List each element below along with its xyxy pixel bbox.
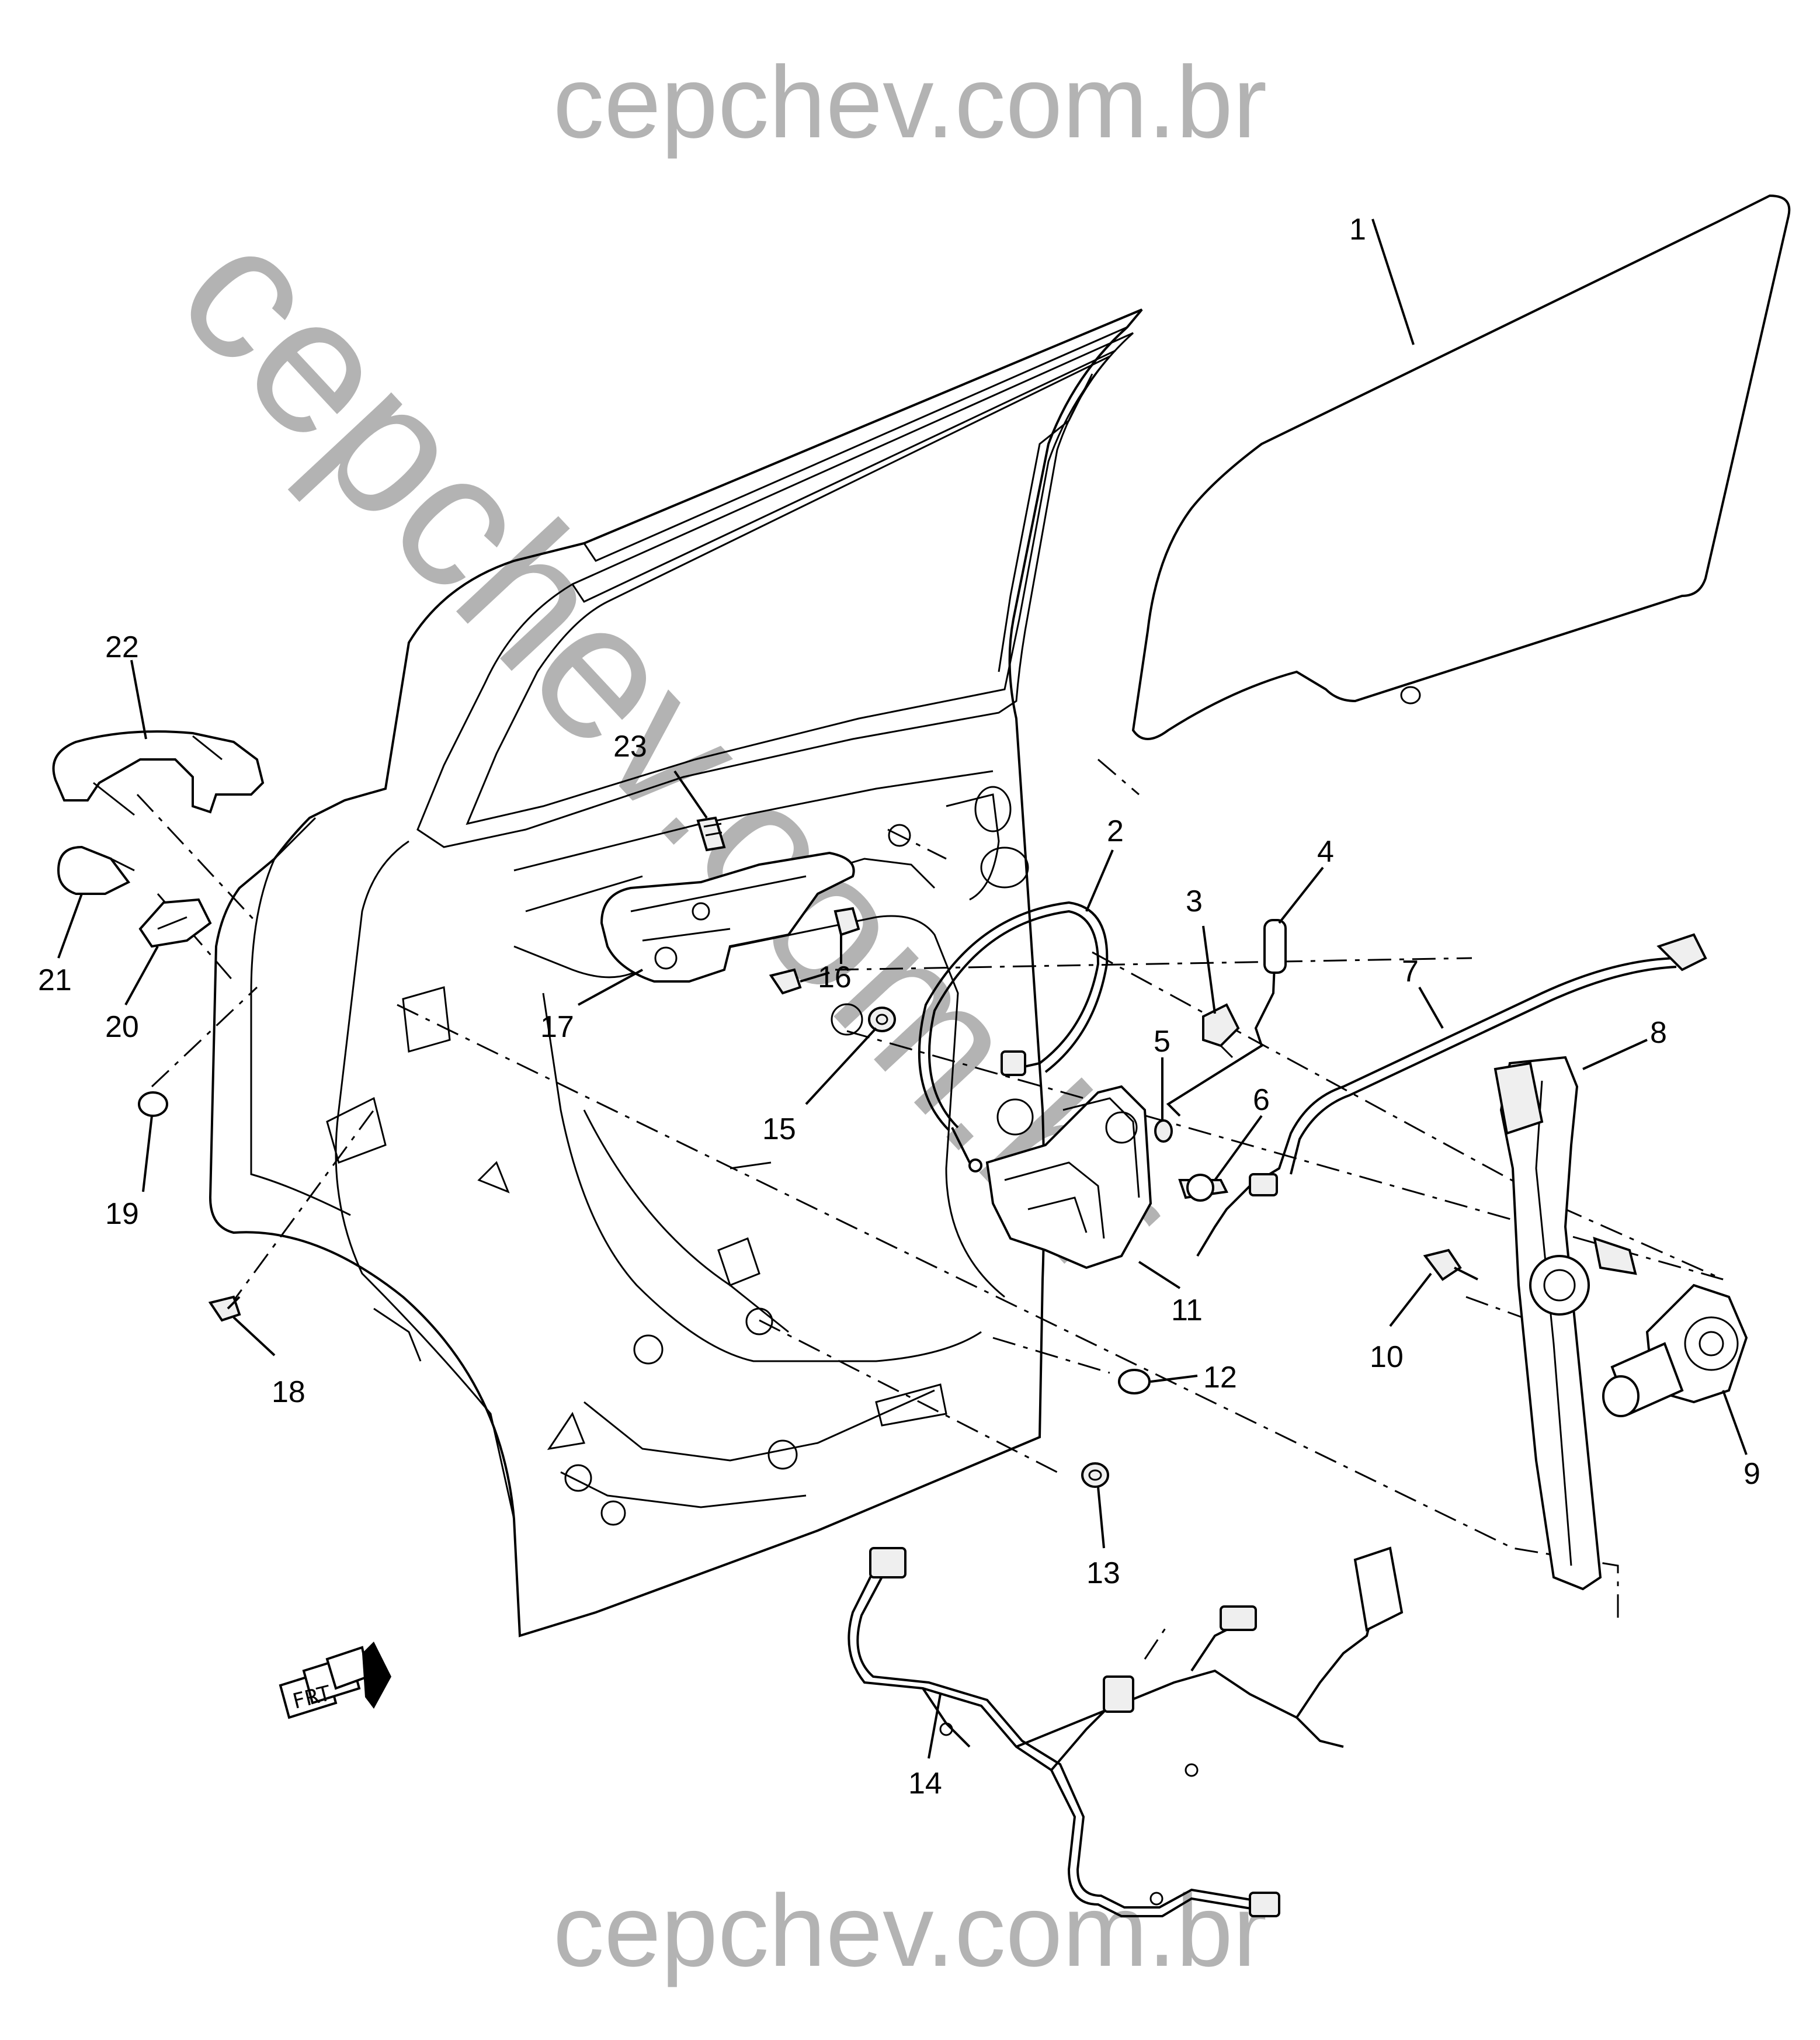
callout-1: 1 [1349,213,1366,247]
callout-13: 13 [1086,1556,1120,1590]
callout-20: 20 [105,1010,139,1044]
part-handle-cable [918,901,1109,1172]
part-door-latch [985,1085,1152,1269]
callout-3: 3 [1186,884,1203,918]
callout-14: 14 [908,1767,942,1800]
callout-12: 12 [1203,1361,1237,1394]
part-window-glass [1131,194,1791,740]
callout-6: 6 [1253,1083,1270,1117]
callout-21: 21 [38,963,72,997]
callout-16: 16 [818,960,852,994]
part-handle-bracket [600,851,855,983]
part-seal-ring [1118,1369,1151,1394]
callout-19: 19 [105,1197,139,1231]
part-plug [138,1091,168,1117]
part-handle-clips [769,907,860,995]
part-stud [696,816,726,852]
part-regulator-motor [1602,1283,1748,1417]
door-shell [209,308,1143,1637]
part-latch-bolt [1178,1174,1229,1202]
watermark-bottom: cepchev.com.br [553,1874,1267,1988]
callout-11: 11 [1171,1293,1203,1327]
part-rod-clip [1154,1119,1173,1143]
callout-17: 17 [540,1010,574,1044]
part-grommet [868,1007,896,1032]
part-outside-door-handle [52,730,265,816]
callout-18: 18 [272,1375,305,1409]
part-handle-gasket [138,898,212,948]
part-lock-rod [1166,919,1287,1117]
watermark-top: cepchev.com.br [553,46,1267,159]
callout-23: 23 [613,730,647,764]
callout-8: 8 [1650,1016,1667,1050]
part-clip [1202,1003,1240,1059]
callout-22: 22 [105,630,139,664]
callout-15: 15 [762,1112,796,1146]
part-screw [208,1295,241,1322]
callout-2: 2 [1107,814,1124,848]
part-lock-cylinder-cover [57,845,135,895]
callout-5: 5 [1154,1025,1171,1059]
part-inside-handle-cable [1196,933,1707,1257]
callout-9: 9 [1743,1457,1760,1491]
part-regulator-bolt [1423,1248,1478,1281]
callout-7: 7 [1402,955,1419,988]
callout-4: 4 [1317,835,1334,869]
front-direction-arrow-icon: FRT [279,1642,391,1719]
callout-numbers: 1 2 3 4 5 6 7 8 9 10 11 12 13 14 15 16 1… [38,213,1760,1800]
part-wiring-harness [848,1546,1404,1917]
part-window-regulator [1493,1056,1637,1591]
part-nut [1081,1462,1109,1488]
callout-10: 10 [1370,1340,1404,1374]
leader-lines [57,218,1748,1759]
